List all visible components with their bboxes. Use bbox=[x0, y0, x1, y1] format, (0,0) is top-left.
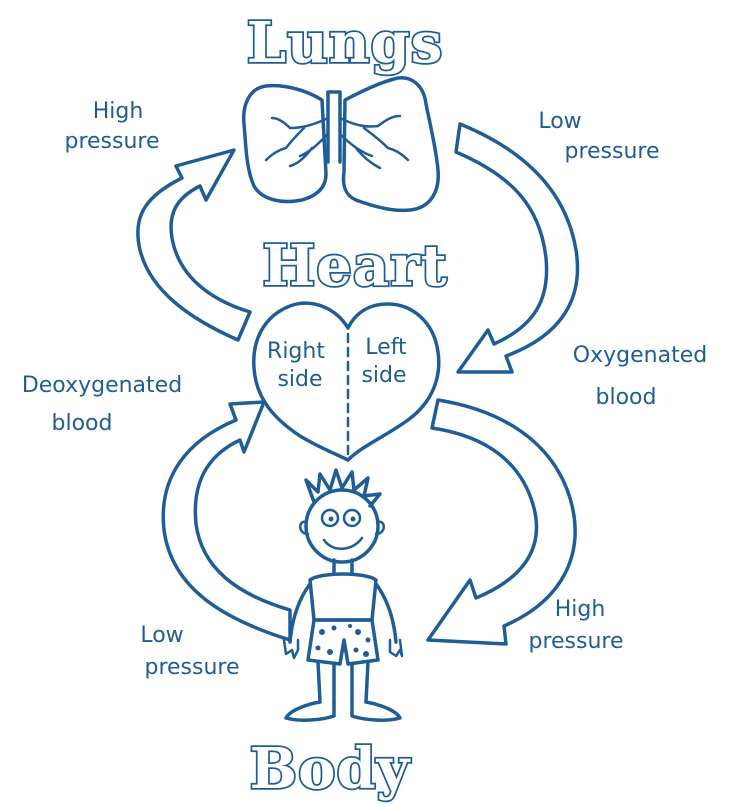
boy-torso bbox=[310, 574, 376, 620]
left-side-label-line2: side bbox=[361, 363, 406, 388]
arrow-body-to-heart bbox=[163, 402, 290, 640]
arrow-heart-to-body bbox=[428, 400, 575, 644]
boy-head bbox=[306, 490, 378, 562]
mid-left-label-line2: blood bbox=[52, 411, 113, 436]
right-side-label-line1: Right bbox=[267, 339, 325, 364]
arrow-heart-to-lungs bbox=[138, 150, 250, 340]
trachea bbox=[328, 92, 340, 162]
top-right-label-line2: pressure bbox=[564, 139, 659, 164]
left-side-label-line1: Left bbox=[365, 335, 407, 360]
mid-left-label-line1: Deoxygenated bbox=[22, 373, 182, 398]
top-left-label-line2: pressure bbox=[64, 129, 159, 154]
lungs-title: Lungs bbox=[247, 10, 444, 76]
top-right-label-line1: Low bbox=[538, 109, 581, 134]
lung-left bbox=[244, 86, 326, 202]
top-left-label-line1: High bbox=[93, 99, 144, 124]
heart-title: Heart bbox=[262, 233, 447, 299]
bottom-left-label-line1: Low bbox=[140, 623, 183, 648]
bottom-right-label-line1: High bbox=[555, 597, 606, 622]
mid-right-label-line2: blood bbox=[596, 385, 657, 410]
bottom-left-label-line2: pressure bbox=[144, 655, 239, 680]
boy-smile bbox=[324, 538, 362, 549]
lungs-illustration bbox=[244, 78, 439, 211]
lung-right bbox=[344, 78, 439, 211]
mid-right-label-line1: Oxygenated bbox=[573, 343, 707, 368]
boy-feet bbox=[286, 702, 400, 720]
boy-arms bbox=[290, 584, 396, 642]
bronchi-left bbox=[266, 118, 328, 166]
boy-illustration bbox=[284, 470, 402, 720]
boy-legs bbox=[318, 662, 368, 702]
bottom-right-label-line2: pressure bbox=[528, 629, 623, 654]
bronchi-right bbox=[340, 116, 408, 168]
boy-ears bbox=[300, 522, 384, 534]
right-side-label-line2: side bbox=[277, 367, 322, 392]
arrow-lungs-to-heart bbox=[456, 124, 578, 372]
body-title: Body bbox=[250, 736, 411, 802]
heart-illustration: Right side Left side bbox=[254, 303, 439, 460]
